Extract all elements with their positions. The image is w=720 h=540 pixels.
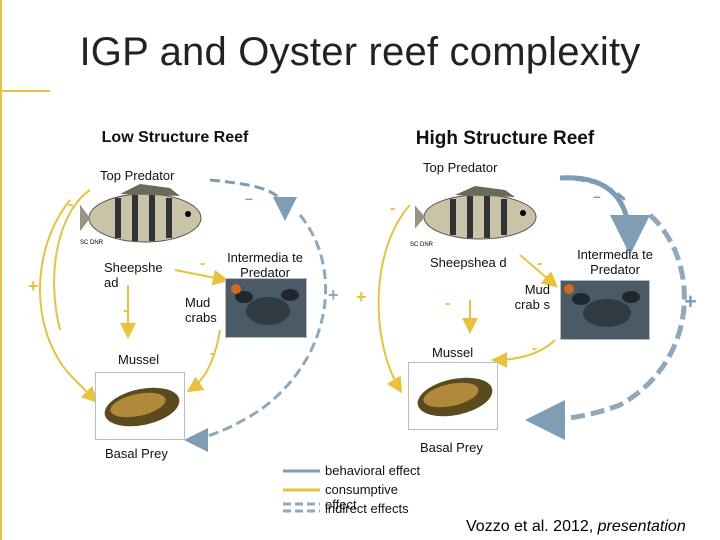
high-indirect-plus-sign: + [684,289,697,314]
low-behavioral-minus-sign: – [245,190,253,206]
low-consumptive-crab-mussel [186,329,221,393]
low-top-minus-sign: - [68,196,74,213]
high-sheepshead-image [415,186,537,240]
low-indirect-plus-sign: + [328,285,339,305]
low-mud-crab-image [225,278,307,338]
accent-bar [0,0,2,540]
citation: Vozzo et al. 2012, presentation [466,518,686,536]
low-mud-crabs-label: Mud crabs [185,295,217,325]
high-left-plus-sign: + [356,287,367,307]
low-behavioral-top-crab [209,178,297,221]
legend-consumptive-label: consumptive effect [325,482,398,512]
high-photo-credit-top: SC DNR [410,242,434,248]
low-sheep-crab-minus-sign: - [200,255,206,272]
high-mud-crabs-label: Mud crab s [514,282,550,312]
legend-indirect-label: indirect effects [325,501,409,516]
low-consumptive-top-left [53,189,91,331]
high-structure-header: High Structure Reef [415,128,595,149]
low-left-plus-sign: + [28,276,39,296]
low-photo-credit-bottom: sms.si.ed [98,430,137,440]
low-consumptive-sheep-crab [174,269,229,286]
high-top-predator-label: Top Predator [423,160,498,175]
low-mussel-label: Mussel [118,352,160,367]
high-sheep-crab-minus-sign: - [537,255,543,272]
high-consumptive-left-loop [377,204,411,394]
high-sheepshead-label: Sheepshea d [430,255,507,270]
high-consumptive-crab-mussel [491,339,556,368]
low-consumptive-left-loop [39,199,98,403]
accent-tick [0,90,50,92]
high-intermediate-predator-label: Intermedia te Predator [577,247,653,277]
low-structure-header: Low Structure Reef [101,129,249,146]
legend-behavioral-label: behavioral effect [325,463,421,478]
high-basal-prey-label: Basal Prey [420,440,483,455]
low-photo-credit-top: SC DNR [80,240,104,246]
low-mussel-image [95,372,185,440]
high-consumptive-sheep-crab [519,254,559,288]
citation-text: Vozzo et al. 2012, [466,518,598,535]
citation-italic: presentation [597,518,686,535]
high-mud-crab-image [560,280,650,340]
low-indirect-loop [184,214,328,452]
low-sheepshead-image [80,184,202,243]
high-sheep-mussel-minus-sign: - [445,295,451,312]
low-top-predator-label: Top Predator [100,168,175,183]
low-basal-prey-label: Basal Prey [105,446,168,461]
low-sheep-mussel-minus-sign: - [123,302,129,319]
high-behavioral-minus-sign: – [593,188,601,204]
high-photo-credit-bottom: sms.si.edu [413,421,457,431]
high-mussel-label: Mussel [432,345,474,360]
high-top-minus-sign: - [390,200,396,217]
low-intermediate-predator-label: Intermedia te Predator [227,250,303,280]
low-crab-mussel-minus-sign: - [210,345,216,362]
high-behavioral-top-left [559,176,627,202]
high-indirect-loop [525,213,687,440]
low-sheepshead-label: Sheepshe ad [104,260,163,290]
high-crab-mussel-minus-sign: - [532,340,538,357]
high-mussel-image [408,362,498,430]
slide-title: IGP and Oyster reef complexity [79,30,641,74]
